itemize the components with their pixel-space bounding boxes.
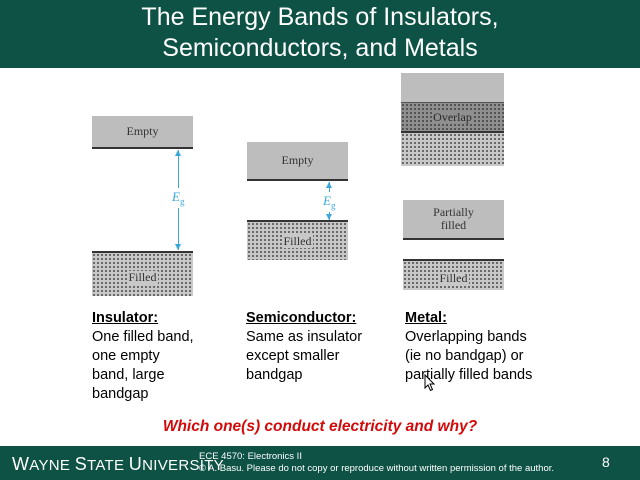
slide-title: The Energy Bands of Insulators, Semicond… xyxy=(0,0,640,68)
insulator-gap-label: Eg xyxy=(172,188,185,208)
description-line: Same as insulator xyxy=(246,329,363,345)
metal-overlap-band: Overlap xyxy=(401,103,504,133)
footer: WAYNE STATE UNIVERSITY ECE 4570: Electro… xyxy=(0,446,640,480)
band-label: Filled xyxy=(127,270,158,284)
course-info: ECE 4570: Electronics II © A. Basu. Plea… xyxy=(199,451,554,475)
description-line: Overlapping bands xyxy=(405,329,527,345)
page-number: 8 xyxy=(602,454,610,470)
copyright-notice: © A. Basu. Please do not copy or reprodu… xyxy=(199,463,555,474)
description-title: Semiconductor: xyxy=(246,310,357,326)
description-title: Insulator: xyxy=(92,310,159,326)
description-line: one empty xyxy=(92,348,160,364)
band-label: Partially filled xyxy=(433,205,474,232)
band-label: Overlap xyxy=(432,109,473,124)
insulator-description: Insulator: One filled band, one empty ba… xyxy=(92,309,194,404)
question-text: Which one(s) conduct electricity and why… xyxy=(162,418,478,435)
insulator-filled-band: Filled xyxy=(92,251,193,296)
metal-filled-band: Filled xyxy=(403,259,504,290)
band-label: Empty xyxy=(126,124,159,138)
insulator-empty-band: Empty xyxy=(92,116,193,149)
description-line: bandgap xyxy=(92,386,149,402)
description-line: band, large xyxy=(92,367,165,383)
band-label: Empty xyxy=(281,153,314,167)
description-line: bandgap xyxy=(246,367,303,383)
title-line-2: Semiconductors, and Metals xyxy=(162,34,478,62)
metal-description: Metal: Overlapping bands (ie no bandgap)… xyxy=(405,309,532,385)
band-label: Filled xyxy=(282,233,313,248)
mouse-cursor-icon xyxy=(424,374,436,392)
description-line: partially filled bands xyxy=(405,367,533,383)
metal-partially-filled-band: Partially filled xyxy=(403,200,504,240)
semiconductor-filled-band: Filled xyxy=(247,220,348,260)
metal-lower-band xyxy=(401,133,504,166)
metal-upper-band xyxy=(401,73,504,103)
semiconductor-empty-band: Empty xyxy=(247,142,348,181)
course-name: ECE 4570: Electronics II xyxy=(199,451,302,462)
title-line-1: The Energy Bands of Insulators, xyxy=(141,3,499,31)
university-logo: WAYNE STATE UNIVERSITY xyxy=(12,454,224,474)
description-title: Metal: xyxy=(405,310,447,326)
band-label: Filled xyxy=(438,271,469,285)
description-line: (ie no bandgap) or xyxy=(405,348,524,364)
description-line: except smaller xyxy=(246,348,340,364)
semiconductor-gap-label: Eg xyxy=(323,192,336,212)
description-line: One filled band, xyxy=(92,329,194,345)
semiconductor-description: Semiconductor: Same as insulator except … xyxy=(246,309,362,385)
